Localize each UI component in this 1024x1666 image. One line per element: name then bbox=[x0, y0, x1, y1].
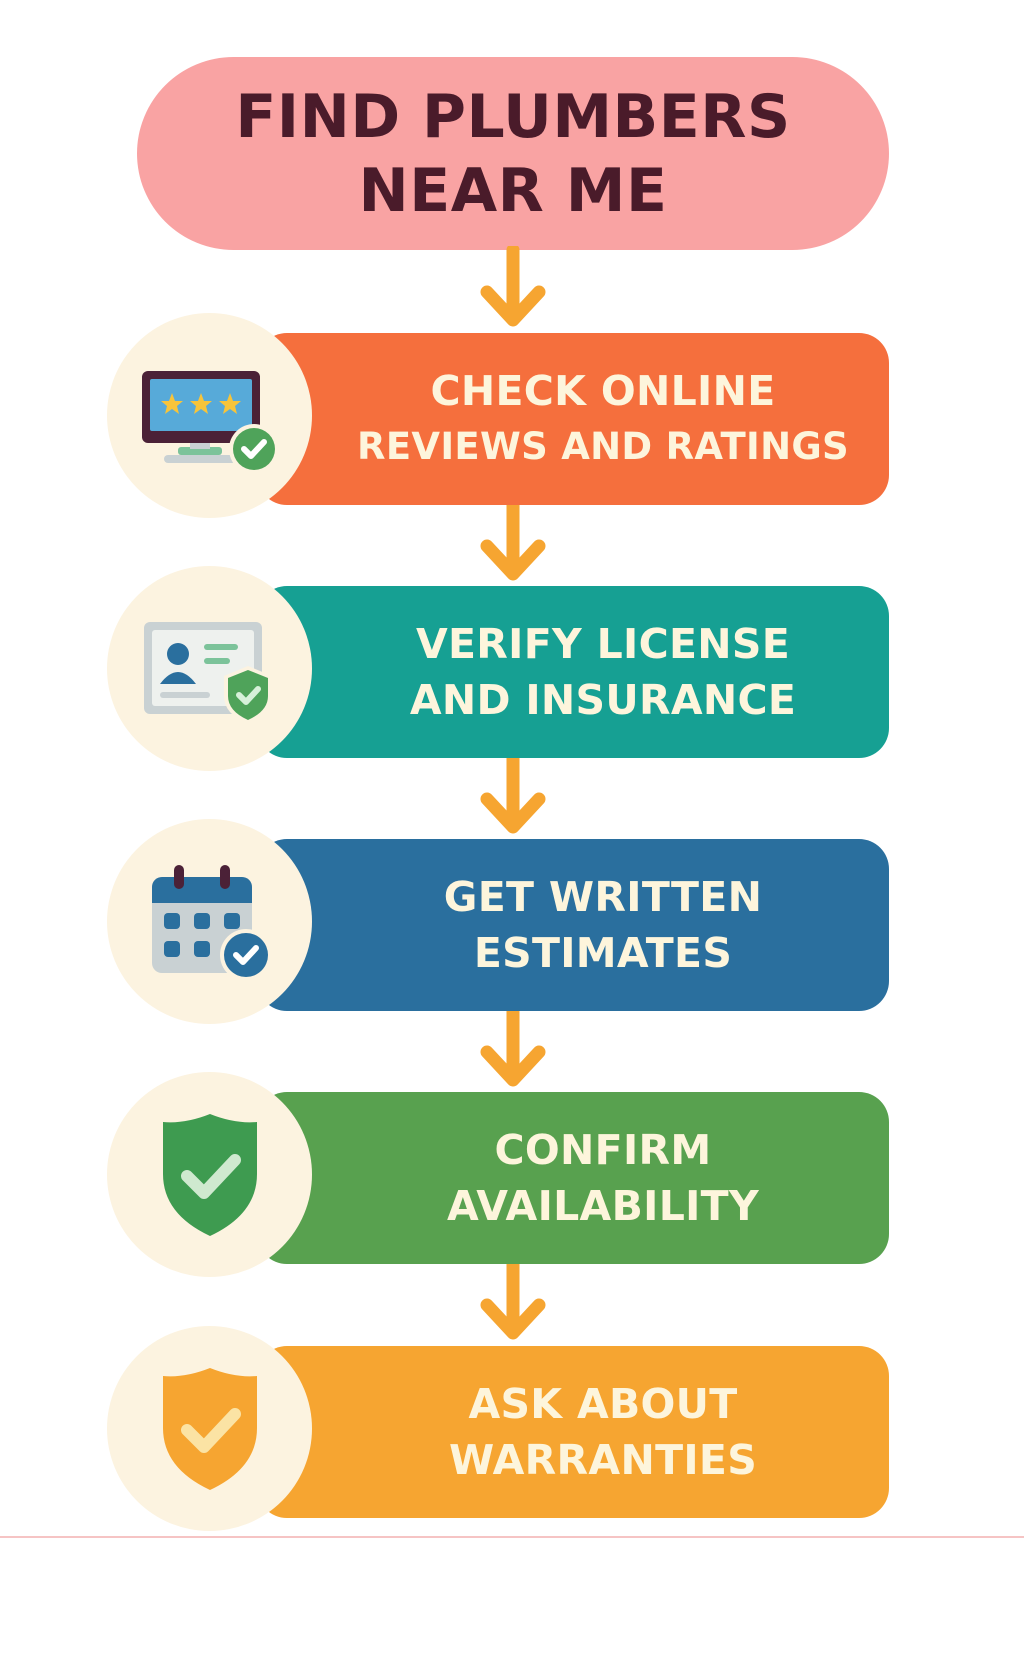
calendar-check-icon bbox=[151, 864, 272, 981]
monitor-stars-check-icon bbox=[141, 370, 279, 474]
title-line-1: FIND PLUMBERS bbox=[235, 81, 791, 152]
step-label-line-2: AND INSURANCE bbox=[409, 676, 797, 724]
step-icon-circle bbox=[107, 1326, 312, 1531]
step-bar: CONFIRM AVAILABILITY bbox=[257, 1092, 889, 1264]
step-bar: VERIFY LICENSE AND INSURANCE bbox=[257, 586, 889, 758]
step-ask-warranties: ASK ABOUT WARRANTIES bbox=[107, 1326, 889, 1531]
step-written-estimates: GET WRITTEN ESTIMATES bbox=[107, 819, 889, 1024]
step-icon-circle bbox=[107, 819, 312, 1024]
step-label-line-2: WARRANTIES bbox=[448, 1436, 758, 1484]
down-arrow-icon bbox=[473, 1259, 553, 1345]
down-arrow-icon bbox=[473, 246, 553, 332]
step-icon-circle bbox=[107, 566, 312, 771]
step-label-line-2: ESTIMATES bbox=[473, 929, 733, 977]
step-bar: CHECK ONLINE REVIEWS AND RATINGS bbox=[257, 333, 889, 505]
step-label-line-1: GET WRITTEN bbox=[443, 873, 763, 921]
step-verify-license: VERIFY LICENSE AND INSURANCE bbox=[107, 566, 889, 771]
down-arrow-icon bbox=[473, 1006, 553, 1092]
step-label-line-2: AVAILABILITY bbox=[447, 1182, 759, 1230]
step-check-reviews: CHECK ONLINE REVIEWS AND RATINGS bbox=[107, 313, 889, 518]
footer-divider bbox=[0, 1536, 1024, 1538]
step-label-line-1: VERIFY LICENSE bbox=[415, 620, 791, 668]
id-card-shield-icon bbox=[143, 621, 272, 724]
step-label-line-1: ASK ABOUT bbox=[468, 1380, 738, 1428]
title-line-2: NEAR ME bbox=[358, 155, 668, 226]
step-bar: GET WRITTEN ESTIMATES bbox=[257, 839, 889, 1011]
step-icon-circle bbox=[107, 1072, 312, 1277]
down-arrow-icon bbox=[473, 500, 553, 586]
step-bar: ASK ABOUT WARRANTIES bbox=[257, 1346, 889, 1518]
step-icon-circle bbox=[107, 313, 312, 518]
step-confirm-availability: CONFIRM AVAILABILITY bbox=[107, 1072, 889, 1277]
step-label-line-1: CONFIRM bbox=[494, 1126, 712, 1174]
orange-shield-check-icon bbox=[162, 1367, 257, 1490]
step-label-line-2: REVIEWS AND RATINGS bbox=[357, 425, 849, 468]
step-label-line-1: CHECK ONLINE bbox=[430, 367, 776, 415]
title-banner: FIND PLUMBERS NEAR ME bbox=[137, 57, 889, 250]
down-arrow-icon bbox=[473, 753, 553, 839]
green-shield-check-icon bbox=[162, 1113, 257, 1236]
